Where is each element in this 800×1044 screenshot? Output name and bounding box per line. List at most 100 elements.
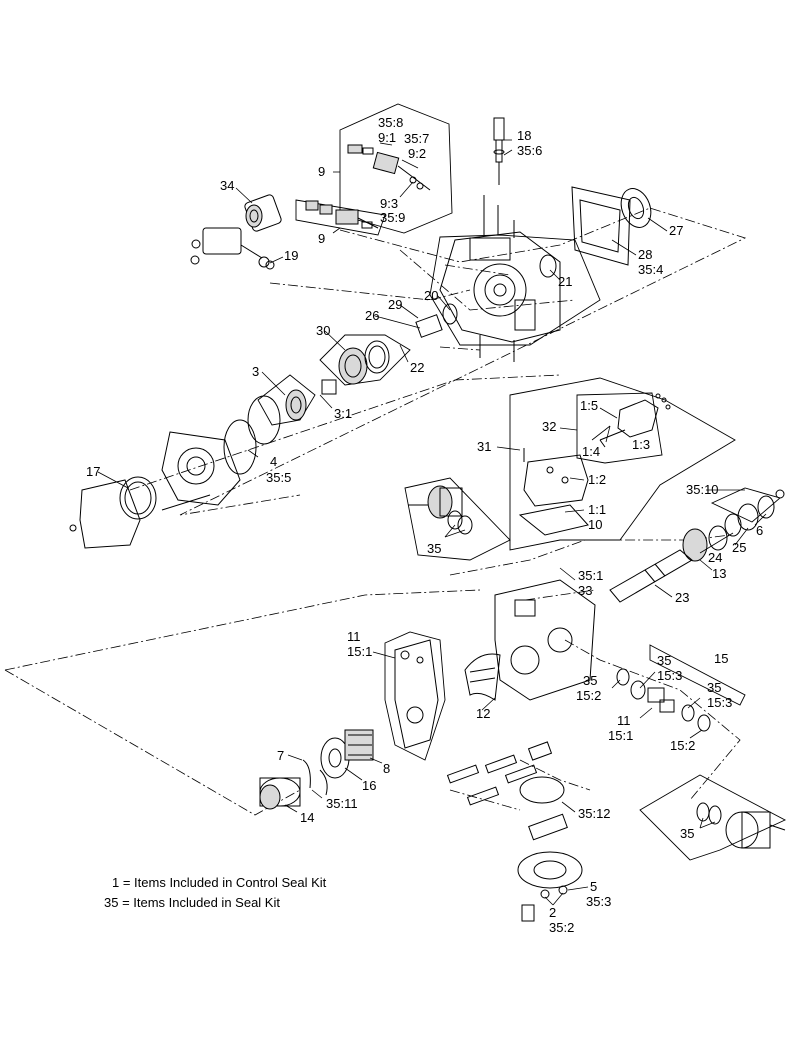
callout-9-1: 9:1 (378, 130, 396, 145)
part-21-bushing (539, 254, 557, 278)
callout-1-3: 1:3 (632, 437, 650, 452)
callout-35-motor: 35 (680, 826, 694, 841)
part-12-cradle (464, 653, 501, 701)
callout-35-9: 35:9 (380, 210, 405, 225)
part-14-cylinder-block (259, 777, 301, 810)
callout-11-lower: 11 (617, 713, 631, 728)
part-32-control (599, 393, 671, 448)
legend-seal-kit: 35 = Items Included in Seal Kit (104, 895, 280, 910)
group-outlines (257, 103, 787, 861)
callout-2: 2 (549, 905, 556, 920)
part-9-relief-valve-upper (347, 144, 431, 191)
callout-35-7: 35:7 (404, 131, 429, 146)
part-18-cartridge (493, 117, 505, 185)
callout-15: 15 (714, 651, 728, 666)
part-35-12-oring (519, 776, 565, 804)
callout-14: 14 (300, 810, 314, 825)
callout-26: 26 (365, 308, 379, 323)
callout-35-12: 35:12 (578, 806, 611, 821)
part-17-cover (69, 476, 157, 549)
part-7-ring (302, 759, 328, 796)
callout-32: 32 (542, 419, 556, 434)
callout-4: 4 (270, 454, 277, 469)
callout-9-lower: 9 (318, 231, 325, 246)
springs (446, 741, 553, 806)
legend: 1 = Items Included in Control Seal Kit 3… (104, 875, 327, 910)
part-30-bearing (338, 340, 390, 385)
callout-6: 6 (756, 523, 763, 538)
callout-35-10: 35:10 (686, 482, 719, 497)
leader-lines (97, 139, 767, 906)
callout-35-fitting-c: 35 (707, 680, 721, 695)
callout-35-4: 35:4 (638, 262, 663, 277)
part-9-relief-valve-lower (305, 200, 379, 229)
part-28-gasket (571, 186, 631, 266)
callout-25: 25 (732, 540, 746, 555)
callout-34: 34 (220, 178, 234, 193)
callout-35-2: 35:2 (549, 920, 574, 935)
callout-17: 17 (86, 464, 100, 479)
callout-28: 28 (638, 247, 652, 262)
callout-1-2: 1:2 (588, 472, 606, 487)
part-11-servo (394, 639, 439, 749)
callout-5: 5 (590, 879, 597, 894)
callout-3: 3 (252, 364, 259, 379)
callout-13: 13 (712, 566, 726, 581)
callout-7: 7 (277, 748, 284, 763)
callout-29: 29 (388, 297, 402, 312)
callout-22: 22 (410, 360, 424, 375)
callout-35-6: 35:6 (517, 143, 542, 158)
sensor-assembly (408, 485, 473, 535)
assembly-centerlines (4, 207, 747, 816)
housing-upper (439, 195, 561, 362)
callout-9-3: 9:3 (380, 196, 398, 211)
callout-18: 18 (517, 128, 531, 143)
callout-1-4: 1:4 (582, 444, 600, 459)
legend-control-seal-kit: 1 = Items Included in Control Seal Kit (112, 875, 327, 890)
part-8-pistons (344, 729, 374, 761)
part-15-fitting (616, 668, 711, 732)
aux-motor (696, 802, 786, 849)
callout-35-3: 35:3 (586, 894, 611, 909)
callout-31: 31 (477, 439, 491, 454)
callout-20: 20 (424, 288, 438, 303)
callout-35-fitting-b: 35 (583, 673, 597, 688)
callout-15-1-lower: 15:1 (608, 728, 633, 743)
part-27-cover-plate (620, 188, 652, 228)
callout-1-5: 1:5 (580, 398, 598, 413)
callout-35-11: 35:11 (326, 796, 358, 811)
callout-27: 27 (669, 223, 683, 238)
part-31-control-housing (523, 448, 589, 507)
part-20-bushing (442, 303, 458, 325)
callout-15-3-b: 15:3 (707, 695, 732, 710)
callout-11-upper: 11 (347, 629, 361, 644)
callout-9-upper: 9 (318, 164, 325, 179)
callout-35-fitting-a: 35 (657, 653, 671, 668)
callout-35-5: 35:5 (266, 470, 291, 485)
callout-12: 12 (476, 706, 490, 721)
callout-33: 33 (578, 583, 592, 598)
part-23-shaft (609, 549, 693, 603)
callout-35-1: 35:1 (578, 568, 603, 583)
callout-15-2-a: 15:2 (576, 688, 601, 703)
part-3-bearing (285, 379, 337, 421)
callout-9-2: 9:2 (408, 146, 426, 161)
callout-21: 21 (558, 274, 572, 289)
callout-8: 8 (383, 761, 390, 776)
callout-10: 10 (588, 517, 602, 532)
callout-35-sensor: 35 (427, 541, 441, 556)
callout-15-3-a: 15:3 (657, 668, 682, 683)
endcap (161, 431, 241, 511)
callout-labels: 18 35:6 35:8 9:1 35:7 9:2 9:3 35:9 9 34 … (86, 115, 763, 935)
callout-30: 30 (316, 323, 330, 338)
callout-19: 19 (284, 248, 298, 263)
callout-1-1: 1:1 (588, 502, 606, 517)
callout-35-8: 35:8 (378, 115, 403, 130)
callout-23: 23 (675, 590, 689, 605)
callout-3-1: 3:1 (334, 406, 352, 421)
callout-15-1-upper: 15:1 (347, 644, 372, 659)
shaft-seals (682, 489, 785, 562)
callout-24: 24 (708, 550, 722, 565)
